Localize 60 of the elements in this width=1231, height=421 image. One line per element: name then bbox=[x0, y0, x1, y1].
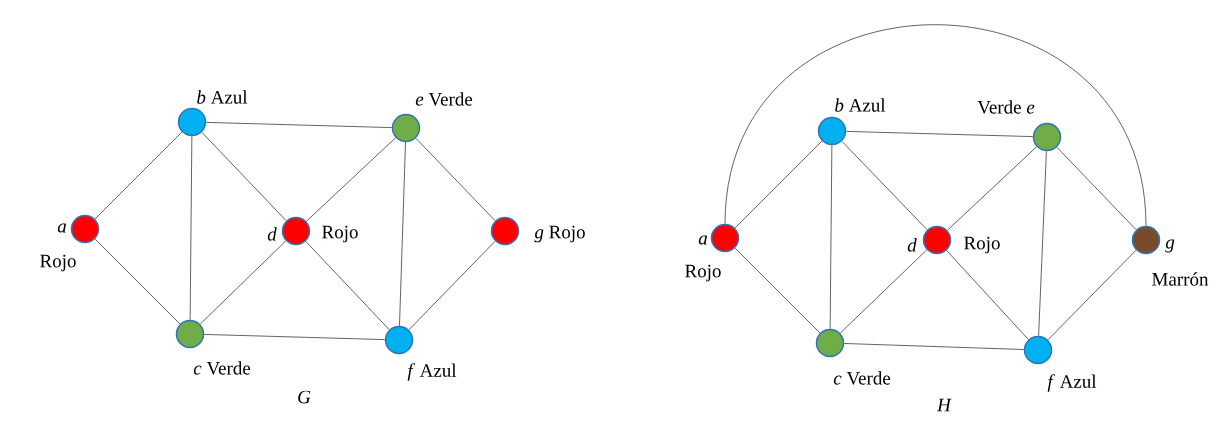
vertex bbox=[922, 225, 952, 255]
edge bbox=[399, 141, 406, 327]
vertex-label: f Azul bbox=[1047, 374, 1097, 392]
vertex bbox=[1032, 122, 1062, 152]
edge bbox=[408, 240, 496, 331]
vertex-label: e Verde bbox=[415, 92, 473, 106]
vertex-label: f Azul bbox=[407, 363, 457, 381]
vertex bbox=[70, 214, 100, 244]
edge bbox=[724, 24, 1147, 227]
edge bbox=[947, 146, 1037, 231]
vertex-label: Rojo bbox=[40, 254, 76, 272]
edge bbox=[1038, 150, 1047, 337]
edge bbox=[205, 122, 393, 128]
edge bbox=[841, 140, 928, 231]
vertex-label: c Verde bbox=[833, 371, 891, 385]
vertex bbox=[815, 328, 845, 358]
edge bbox=[839, 249, 928, 334]
edge bbox=[199, 240, 287, 325]
edge bbox=[843, 343, 1025, 350]
edge bbox=[94, 238, 181, 325]
edge bbox=[1056, 146, 1137, 231]
edge bbox=[94, 131, 183, 220]
vertex-label: Marrón bbox=[1152, 272, 1209, 286]
vertex bbox=[817, 116, 847, 146]
edge bbox=[201, 131, 287, 222]
edge bbox=[734, 247, 821, 334]
vertex-label: b Azul bbox=[197, 90, 248, 104]
vertex-label: g bbox=[1165, 239, 1175, 253]
vertex bbox=[175, 319, 205, 349]
edge bbox=[1047, 249, 1137, 341]
vertex bbox=[391, 113, 421, 143]
edge bbox=[946, 250, 1029, 340]
edge bbox=[829, 144, 833, 330]
edge bbox=[734, 140, 823, 229]
edge bbox=[189, 135, 193, 321]
edge bbox=[845, 131, 1034, 137]
vertex-label: b Azul bbox=[835, 98, 886, 112]
vertex-label: g Rojo bbox=[534, 225, 585, 243]
vertex bbox=[177, 107, 207, 137]
edge bbox=[305, 240, 390, 331]
vertex bbox=[281, 216, 311, 246]
vertex-label: Rojo bbox=[964, 236, 1000, 254]
vertex bbox=[710, 223, 740, 253]
vertex-label: d bbox=[907, 238, 917, 252]
vertex bbox=[490, 216, 520, 246]
edge bbox=[203, 334, 386, 340]
vertex-label: Rojo bbox=[322, 225, 358, 243]
vertex bbox=[384, 325, 414, 355]
vertex bbox=[1023, 335, 1053, 365]
vertex-label: Verde e bbox=[977, 100, 1035, 114]
edge bbox=[306, 137, 396, 222]
vertex-label: d bbox=[267, 227, 277, 241]
vertex-label: a bbox=[57, 223, 67, 233]
vertex-label: c Verde bbox=[193, 361, 251, 375]
vertex-label: a bbox=[698, 235, 708, 245]
edge bbox=[415, 137, 496, 222]
vertex bbox=[1131, 225, 1161, 255]
graph-name: H bbox=[936, 398, 952, 412]
graph-name: G bbox=[298, 390, 311, 404]
vertex-label: Rojo bbox=[685, 264, 721, 282]
